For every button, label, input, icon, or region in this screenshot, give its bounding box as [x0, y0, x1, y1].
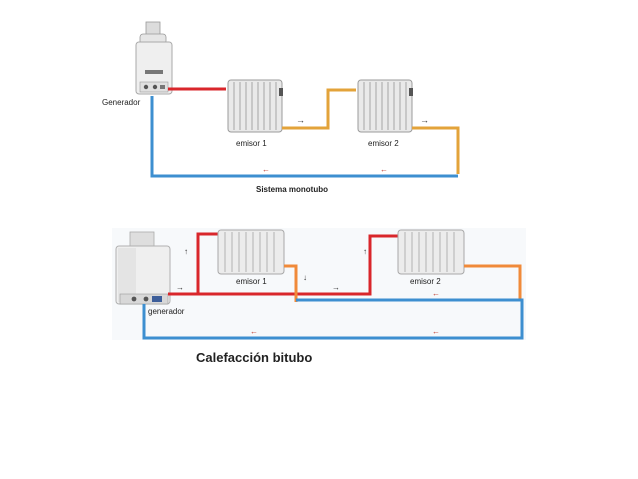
bitubo-boiler	[115, 231, 171, 305]
bitubo-down-arrow-1: ↓	[303, 273, 307, 282]
monotubo-return-arrow-2: ←	[380, 165, 388, 174]
bitubo-return-arrow-1: ←	[432, 289, 440, 298]
monotubo-flow-arrow-2: →	[420, 115, 429, 125]
monotubo-emitter-2	[357, 79, 413, 133]
bitubo-emitter-2-outlet	[464, 264, 522, 300]
bitubo-hot-supply-main	[198, 234, 398, 296]
monotubo-cold-return-pipe	[150, 96, 458, 178]
bitubo-emitter-1-label: emisor 1	[236, 277, 267, 286]
monotubo-warm-pipe-2	[412, 126, 460, 174]
monotubo-boiler	[135, 21, 173, 95]
monotubo-emitter-1-label: emisor 1	[236, 139, 267, 148]
monotubo-emitter-1	[227, 79, 283, 133]
bitubo-hot-supply-pipe	[168, 232, 218, 296]
bitubo-caption: Calefacción bitubo	[196, 350, 312, 365]
monotubo-flow-arrow-1: →	[296, 115, 305, 125]
bitubo-return-arrow-2: ←	[250, 327, 258, 336]
bitubo-diagram: generador ↑ ↑ → → emisor 1 ↓	[112, 228, 526, 365]
monotubo-caption: Sistema monotubo	[256, 185, 328, 194]
monotubo-generator-label: Generador	[102, 98, 141, 107]
bitubo-flow-arrow-1: →	[176, 283, 184, 292]
bitubo-flow-arrow-2: →	[332, 283, 340, 292]
bitubo-emitter-1	[217, 229, 285, 275]
monotubo-warm-pipe-1	[282, 88, 356, 130]
bitubo-emitter-2	[397, 229, 465, 275]
monotubo-return-arrow-1: ←	[262, 165, 270, 174]
monotubo-emitter-2-label: emisor 2	[368, 139, 399, 148]
monotubo-diagram: Generador emisor 1 →	[102, 21, 460, 194]
bitubo-return-arrow-3: ←	[432, 327, 440, 336]
bitubo-return-pipe-main	[142, 298, 524, 340]
bitubo-emitter-1-outlet	[284, 264, 298, 302]
bitubo-up-arrow-2: ↑	[363, 247, 367, 256]
bitubo-up-arrow-1: ↑	[184, 247, 188, 256]
bitubo-emitter-2-label: emisor 2	[410, 277, 441, 286]
bitubo-generator-label: generador	[148, 307, 185, 316]
